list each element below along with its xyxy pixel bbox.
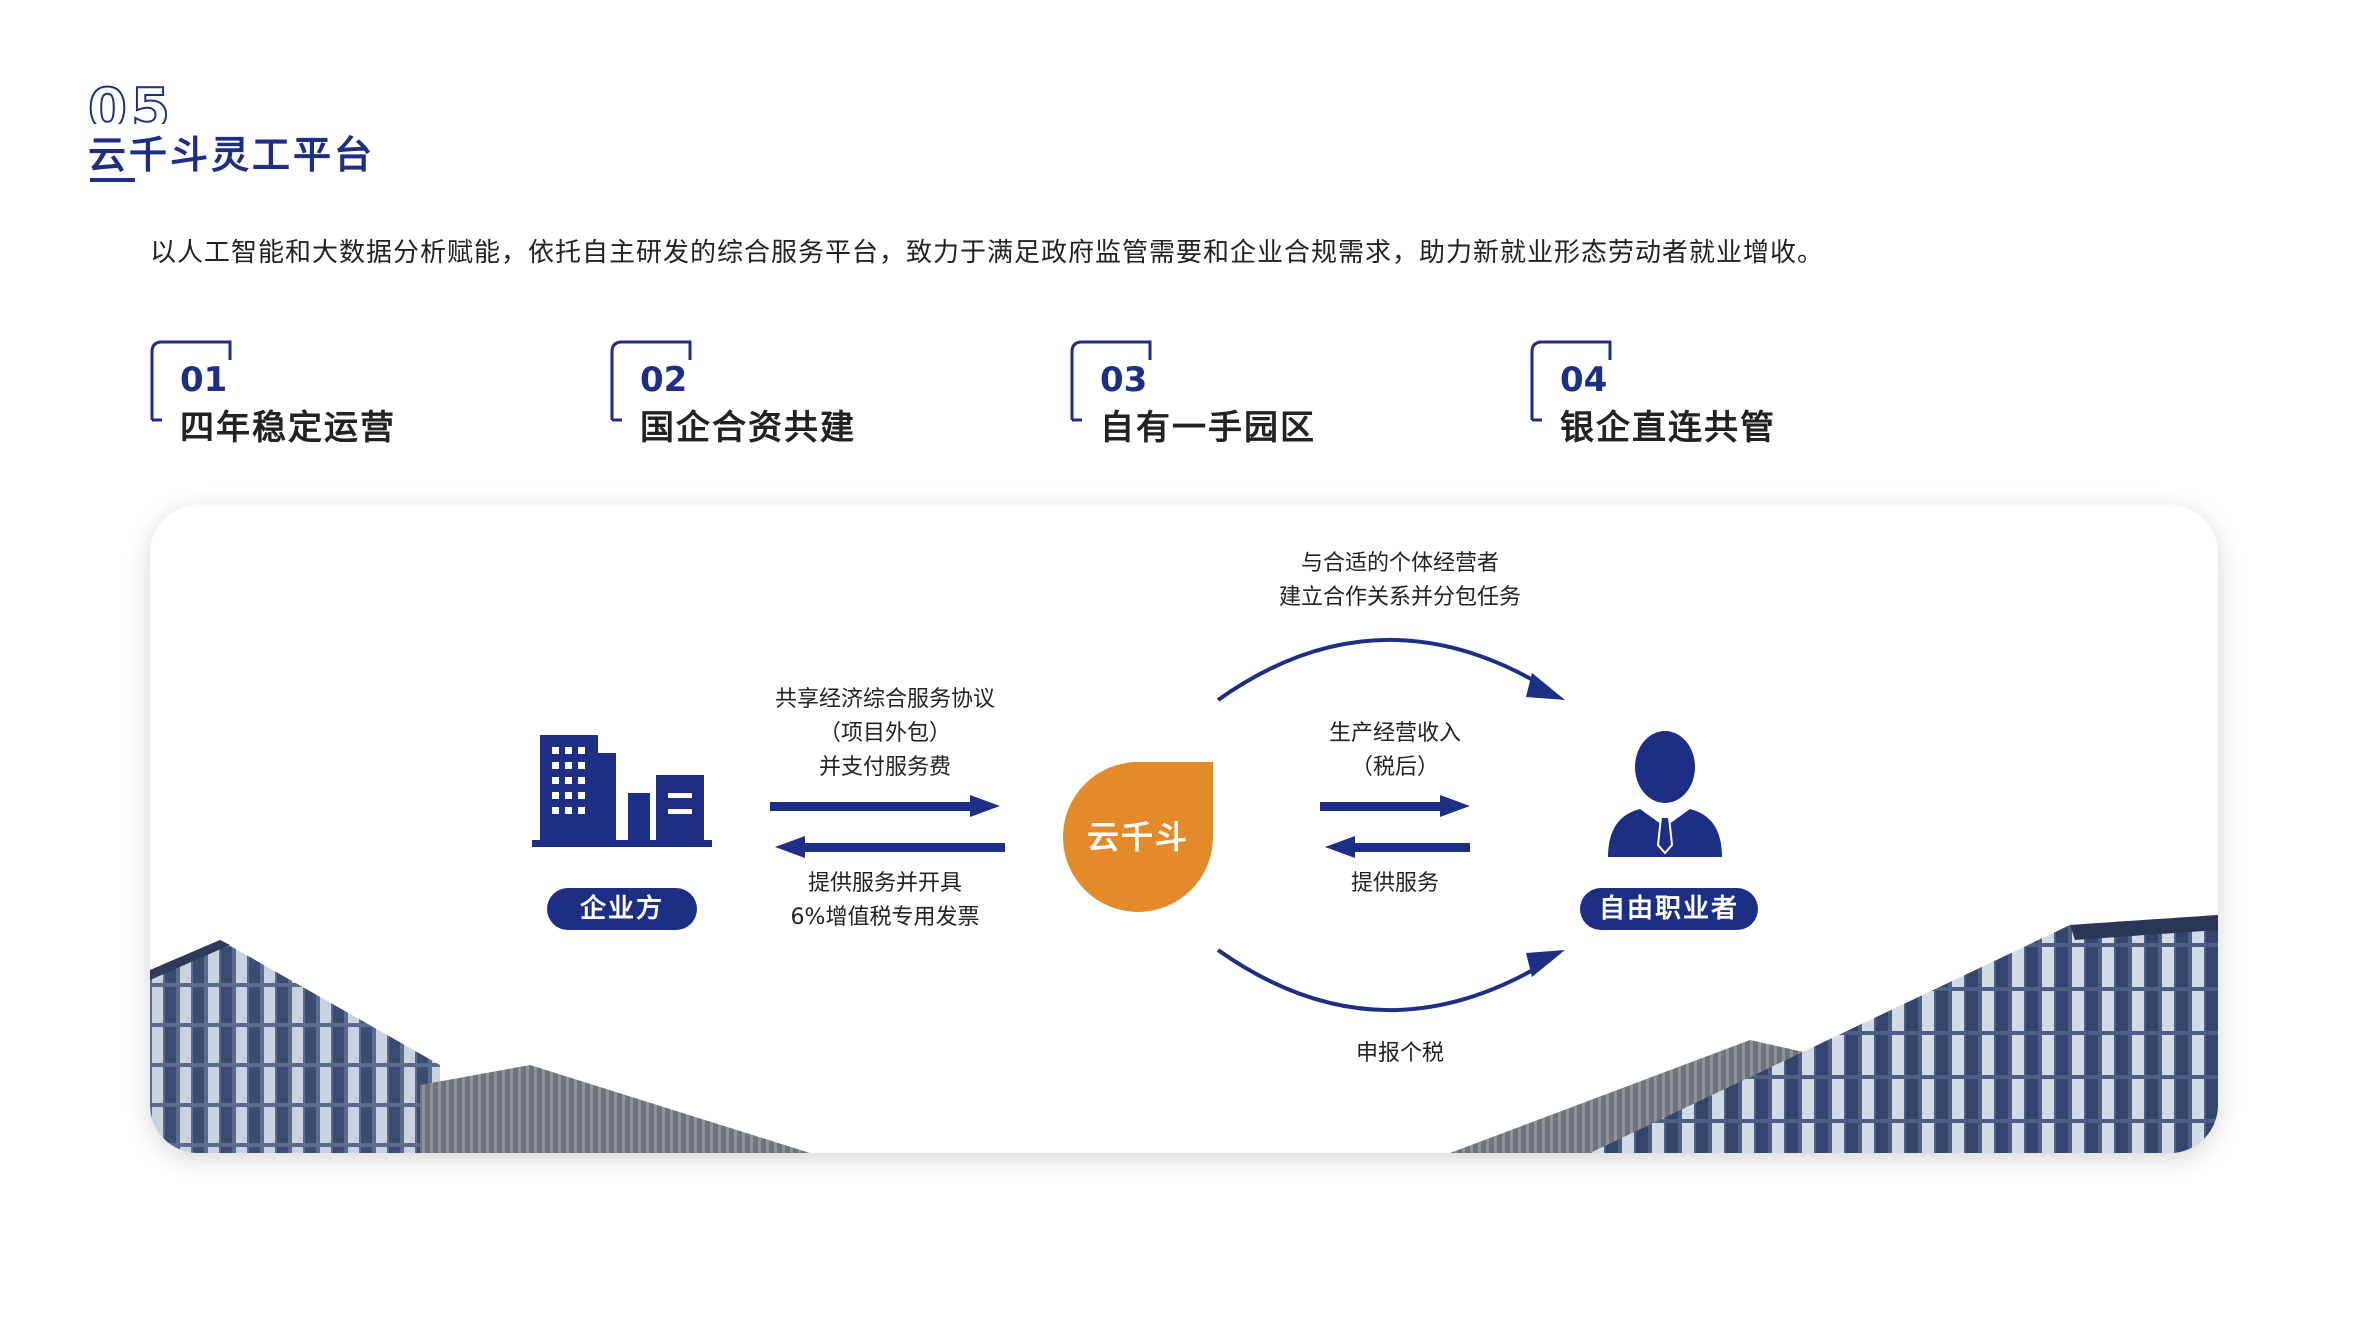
tax-line-1: 申报个税: [1355, 1041, 1444, 1066]
income-line-1: 生产经营收入: [1328, 721, 1461, 746]
service-label: 提供服务: [1295, 867, 1495, 901]
income-label: 生产经营收入 （税后）: [1295, 717, 1495, 785]
page-title: 云千斗灵工平台: [88, 133, 376, 177]
feature-number: 04: [1560, 360, 1608, 400]
income-line-2: （税后）: [1350, 755, 1439, 780]
tax-label: 申报个税: [1290, 1037, 1510, 1071]
enterprise-badge: 企业方: [547, 888, 697, 930]
feature-item-3: 03 自有一手园区: [1068, 338, 1428, 448]
agreement-line-1: 共享经济综合服务协议: [774, 687, 995, 712]
subcontract-label: 与合适的个体经营者 建立合作关系并分包任务: [1250, 547, 1550, 615]
invoice-label: 提供服务并开具 6%增值税专用发票: [760, 867, 1010, 935]
platform-badge: 云千斗: [1063, 762, 1213, 912]
flow-arrows: [770, 638, 1565, 1012]
feature-item-1: 01 四年稳定运营: [148, 338, 508, 448]
feature-number: 02: [640, 360, 688, 400]
flow-diagram-card: 企业方 自由职业者 云千斗 共享经济综合服务协议 （项目外包） 并支付服务费: [150, 505, 2218, 1153]
intro-text: 以人工智能和大数据分析赋能，依托自主研发的综合服务平台，致力于满足政府监管需要和…: [150, 238, 1825, 268]
invoice-line-2: 6%增值税专用发票: [790, 905, 980, 930]
building-background: [150, 915, 2218, 1153]
subcontract-line-1: 与合适的个体经营者: [1300, 551, 1499, 576]
agreement-line-2: （项目外包）: [818, 721, 951, 746]
title-underline: [90, 178, 135, 182]
feature-label: 自有一手园区: [1100, 408, 1316, 448]
service-line-1: 提供服务: [1350, 871, 1439, 896]
agreement-line-3: 并支付服务费: [818, 755, 951, 780]
feature-number: 01: [180, 360, 228, 400]
section-number: 05: [88, 80, 174, 124]
bracket-icon: [610, 340, 692, 422]
agreement-label: 共享经济综合服务协议 （项目外包） 并支付服务费: [760, 683, 1010, 785]
bracket-icon: [150, 340, 232, 422]
worker-badge: 自由职业者: [1580, 888, 1758, 930]
feature-label: 银企直连共管: [1560, 408, 1776, 448]
feature-label: 国企合资共建: [640, 408, 856, 448]
person-icon: [1608, 731, 1722, 857]
feature-number: 03: [1100, 360, 1148, 400]
bracket-icon: [1070, 340, 1152, 422]
subcontract-line-2: 建立合作关系并分包任务: [1278, 585, 1521, 610]
building-icon: [532, 735, 712, 847]
invoice-line-1: 提供服务并开具: [807, 871, 962, 896]
feature-item-4: 04 银企直连共管: [1528, 338, 1888, 448]
feature-label: 四年稳定运营: [180, 408, 396, 448]
feature-item-2: 02 国企合资共建: [608, 338, 968, 448]
bracket-icon: [1530, 340, 1612, 422]
